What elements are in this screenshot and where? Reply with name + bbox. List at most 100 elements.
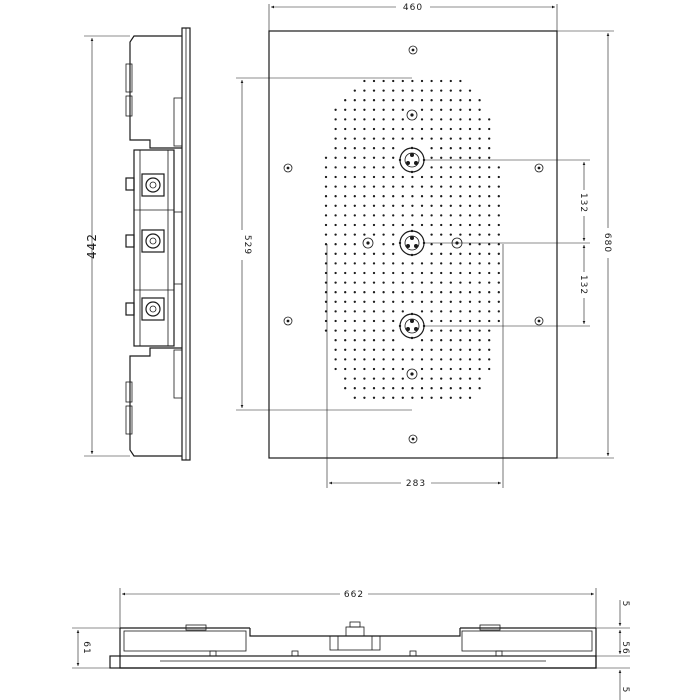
spray-nozzle-dot (372, 367, 376, 371)
spray-nozzle-dot (478, 291, 481, 294)
spray-nozzle-dot (430, 204, 433, 207)
spray-nozzle-dot (459, 281, 462, 284)
spray-nozzle-dot (440, 79, 443, 83)
spray-nozzle-dot (344, 252, 347, 255)
spray-nozzle-dot (324, 291, 328, 294)
center-point-left (362, 237, 374, 249)
spray-nozzle-dot (382, 137, 385, 140)
spray-nozzle-dot (401, 108, 404, 111)
spray-nozzle-dot (497, 204, 500, 207)
spray-nozzle-dot (478, 300, 481, 303)
spray-nozzle-dot (488, 175, 491, 179)
spray-nozzle-dot (478, 137, 481, 140)
spray-nozzle-dot (353, 175, 356, 179)
spray-nozzle-dot (353, 223, 356, 227)
spray-nozzle-dot (392, 377, 395, 380)
spray-nozzle-dot (478, 262, 481, 265)
bottom-center-connector (329, 635, 381, 651)
spray-nozzle-dot (363, 339, 366, 342)
spray-nozzle-dot (363, 310, 366, 313)
spray-nozzle-dot (430, 262, 433, 265)
spray-nozzle-dot (353, 243, 356, 246)
spray-nozzle-dot (382, 204, 385, 207)
spray-nozzle-dot (440, 291, 443, 294)
spray-nozzle-dot (344, 156, 347, 159)
spray-nozzle-dot (478, 387, 481, 390)
spray-nozzle-dot (497, 195, 500, 198)
spray-nozzle-dot (363, 175, 366, 179)
spray-nozzle-dot (488, 166, 491, 169)
spray-nozzle-dot (363, 79, 366, 83)
spray-nozzle-dot (468, 329, 472, 332)
spray-nozzle-dot (363, 271, 366, 275)
spray-nozzle-dot (411, 387, 414, 390)
dim-label-width-top: 460 (403, 3, 423, 13)
spray-nozzle-dot (449, 127, 452, 131)
spray-nozzle-dot (420, 339, 424, 342)
spray-nozzle-dot (449, 358, 452, 361)
spray-nozzle-dot (324, 156, 328, 159)
spray-nozzle-dot (459, 367, 462, 371)
spray-nozzle-dot (324, 252, 328, 255)
side-connector-middle (125, 229, 165, 253)
spray-nozzle-dot (478, 377, 481, 380)
main-nozzle-lower (398, 312, 426, 340)
dim-label-body-thickness: 56 (620, 641, 630, 654)
spray-nozzle-dot (334, 339, 337, 342)
side-body-lower (129, 347, 182, 457)
spray-nozzle-dot (459, 137, 462, 140)
spray-nozzle-dot (372, 281, 376, 284)
spray-nozzle-dot (430, 233, 433, 236)
spray-nozzle-dot (478, 108, 481, 111)
spray-nozzle-dot (449, 195, 452, 198)
spray-nozzle-dot (353, 89, 356, 92)
spray-nozzle-dot (392, 118, 395, 121)
spray-nozzle-dot (372, 262, 376, 265)
spray-nozzle-dot (401, 377, 404, 380)
spray-nozzle-dot (468, 339, 472, 342)
spray-nozzle-dot (478, 223, 481, 227)
spray-nozzle-dot (440, 195, 443, 198)
spray-nozzle-dot (430, 89, 433, 92)
spray-nozzle-dot (497, 262, 500, 265)
spray-nozzle-dot (468, 387, 472, 390)
spray-nozzle-dot (478, 252, 481, 255)
spray-nozzle-dot (440, 166, 443, 169)
spray-nozzle-dot (392, 99, 395, 102)
spray-nozzle-dot (382, 195, 385, 198)
spray-nozzle-dot (334, 348, 337, 351)
spray-nozzle-dot (363, 204, 366, 207)
spray-nozzle-dot (401, 348, 404, 351)
spray-nozzle-dot (334, 358, 337, 361)
spray-nozzle-dot (459, 79, 462, 83)
spray-nozzle-dot (478, 367, 481, 371)
spray-nozzle-dot (449, 166, 452, 169)
spray-nozzle-dot (411, 271, 414, 275)
spray-nozzle-dot (363, 156, 366, 159)
spray-nozzle-dot (430, 137, 433, 140)
spray-nozzle-dot (324, 262, 328, 265)
spray-nozzle-dot (363, 99, 366, 102)
spray-nozzle-dot (449, 281, 452, 284)
spray-nozzle-dot (430, 291, 433, 294)
spray-nozzle-dot (353, 147, 356, 150)
spray-nozzle-dot (430, 156, 433, 159)
spray-nozzle-dot (382, 252, 385, 255)
dim-label-spray-length: 529 (242, 235, 252, 255)
spray-nozzle-dot (459, 262, 462, 265)
spray-nozzle-dot (440, 358, 443, 361)
spray-nozzle-dot (440, 319, 443, 323)
spray-nozzle-dot (363, 223, 366, 227)
spray-nozzle-dot (334, 127, 337, 131)
spray-nozzle-dot (382, 118, 385, 121)
spray-nozzle-dot (324, 214, 328, 217)
dim-label-spray-width: 283 (406, 479, 426, 489)
spray-nozzle-dot (468, 214, 472, 217)
spray-nozzle-dot (334, 310, 337, 313)
spray-nozzle-dot (478, 319, 481, 323)
spray-nozzle-dot (353, 377, 356, 380)
spray-nozzle-dot (392, 367, 395, 371)
spray-nozzle-dot (449, 367, 452, 371)
center-point-bottom (406, 368, 418, 380)
spray-nozzle-dot (344, 387, 347, 390)
